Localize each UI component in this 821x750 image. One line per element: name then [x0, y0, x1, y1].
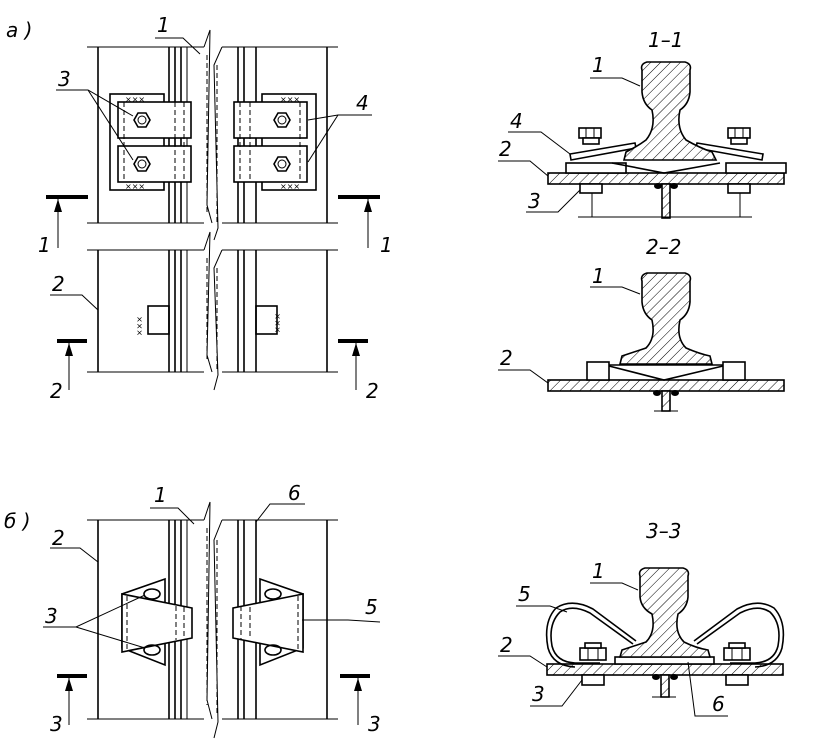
rail-section	[618, 272, 714, 365]
svg-text:3: 3	[50, 712, 63, 736]
svg-text:1: 1	[592, 264, 605, 288]
svg-text:6: 6	[288, 481, 301, 505]
callout-pad-b: 6	[255, 481, 305, 523]
svg-text:×××: ×××	[280, 95, 300, 104]
callout-plate-2-2: 2	[498, 346, 549, 384]
callout-plate-b: 2	[50, 526, 99, 563]
section-3-3: 3–3 1 5 2	[498, 519, 785, 717]
svg-text:2: 2	[499, 137, 512, 161]
svg-text:1: 1	[157, 13, 170, 37]
section-marker-1-left: 1	[38, 195, 88, 257]
panel-a-plan: а )	[6, 13, 393, 403]
svg-text:×××: ×××	[125, 182, 145, 191]
callout-plate-3-3: 2	[498, 633, 548, 668]
panel-b-plan: б )	[4, 481, 381, 739]
svg-text:1: 1	[592, 53, 605, 77]
callout-rail-a: 1	[155, 13, 201, 55]
callout-plate-a: 2	[50, 272, 99, 311]
base-plate	[546, 663, 784, 676]
svg-text:1: 1	[592, 559, 605, 583]
base-plate	[547, 379, 785, 392]
callout-bolt-b: 3	[43, 594, 146, 649]
svg-text:×××: ×××	[135, 316, 144, 336]
callout-rail-1-1: 1	[590, 53, 641, 87]
callout-rail-b: 1	[150, 483, 195, 525]
callout-rail-3-3: 1	[590, 559, 639, 591]
rail-section	[618, 567, 712, 658]
panel-b-label: б )	[4, 509, 31, 533]
svg-text:3: 3	[45, 604, 58, 628]
bolt-nut-icon	[273, 112, 291, 128]
svg-text:6: 6	[712, 692, 725, 716]
callout-rail-2-2: 1	[590, 264, 641, 295]
callout-plate-1-1: 2	[498, 137, 549, 177]
svg-text:1: 1	[154, 483, 167, 507]
svg-text:×××: ×××	[125, 95, 145, 104]
svg-text:3: 3	[532, 682, 545, 706]
stop-block-right	[255, 305, 278, 335]
callout-clip-3-3: 5	[516, 582, 568, 613]
spring-clip-left	[121, 577, 193, 667]
section-marker-1-right: 1	[338, 195, 393, 257]
callout-clip-b: 5	[302, 595, 381, 623]
spring-clip-right	[696, 607, 780, 664]
svg-text:3: 3	[368, 712, 381, 736]
section-marker-2-right: 2	[338, 339, 379, 403]
svg-text:1: 1	[38, 233, 51, 257]
plan-a-upper-block: ××× ××× ××× ×××	[87, 29, 338, 241]
callout-bolt-a: 3	[56, 67, 134, 161]
plan-a-lower-block: ××× ×××	[87, 231, 338, 391]
svg-text:×××: ×××	[280, 182, 300, 191]
svg-text:5: 5	[518, 582, 531, 606]
pad	[614, 656, 715, 665]
callout-clamp-a: 4	[307, 91, 372, 163]
svg-text:1: 1	[380, 233, 393, 257]
callout-bolt-3-3: 3	[530, 679, 583, 707]
svg-text:3: 3	[58, 67, 71, 91]
svg-text:×××: ×××	[273, 313, 282, 333]
callout-bolt-1-1: 3	[526, 189, 581, 213]
svg-text:4: 4	[356, 91, 369, 115]
stop-block-left	[147, 305, 170, 335]
bolt-nut-icon	[273, 156, 291, 172]
clamp-right: ××× ×××	[233, 93, 317, 191]
clamp-left: ××× ×××	[109, 93, 192, 191]
svg-text:2: 2	[52, 526, 65, 550]
svg-text:3: 3	[528, 189, 541, 213]
section-2-2: 2–2 1 2	[498, 235, 785, 412]
section-title-3-3: 3–3	[646, 519, 681, 543]
base-plate	[547, 172, 785, 185]
spring-clip-left	[550, 607, 634, 664]
panel-a-label: а )	[6, 18, 32, 42]
section-title-1-1: 1–1	[648, 28, 683, 52]
break-line	[203, 29, 213, 224]
rail-section	[622, 61, 718, 161]
svg-text:2: 2	[52, 272, 65, 296]
spring-clip-right	[232, 577, 304, 667]
section-title-2-2: 2–2	[646, 235, 681, 259]
svg-text:2: 2	[366, 379, 379, 403]
svg-text:5: 5	[365, 595, 378, 619]
svg-text:2: 2	[500, 633, 513, 657]
svg-text:2: 2	[50, 379, 63, 403]
svg-text:4: 4	[510, 109, 523, 133]
callout-clamp-1-1: 4	[508, 109, 571, 155]
bolt-nut-icon	[133, 112, 151, 128]
section-marker-3-right: 3	[340, 674, 381, 736]
section-marker-3-left: 3	[50, 674, 87, 736]
svg-text:2: 2	[500, 346, 513, 370]
bolt-nut-icon	[133, 156, 151, 172]
section-1-1: 1–1 1 4	[498, 28, 787, 219]
section-marker-2-left: 2	[50, 339, 87, 403]
callout-pad-3-3: 6	[687, 661, 728, 717]
